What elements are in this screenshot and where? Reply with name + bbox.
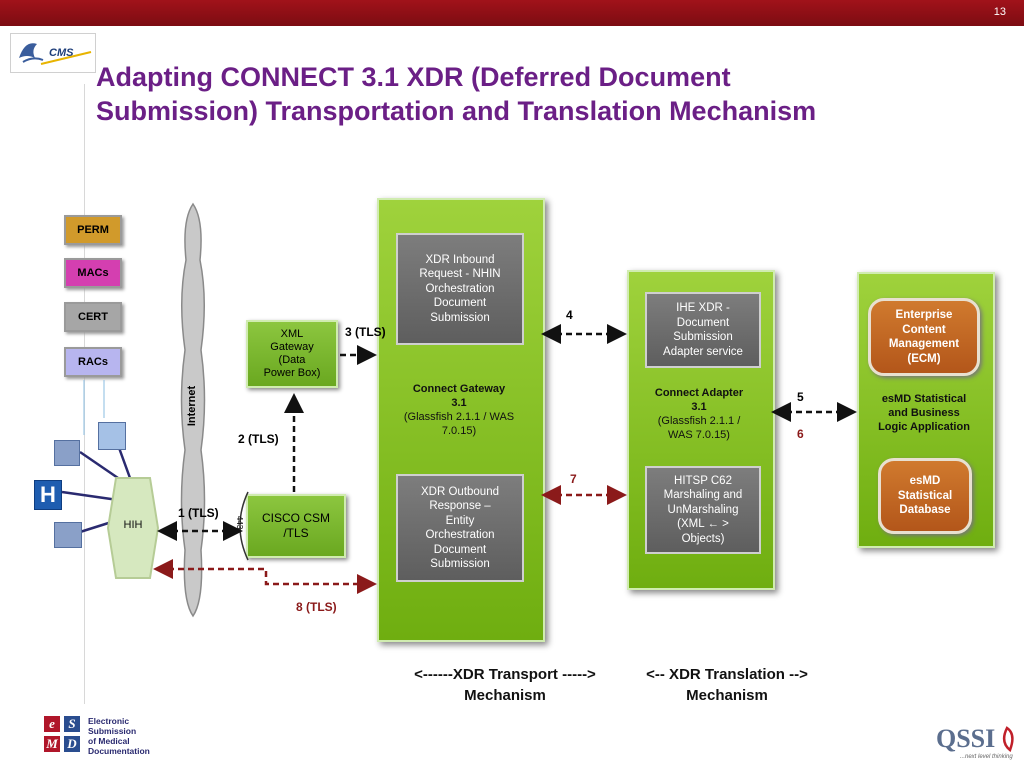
xdr-outbound-box: XDR Outbound Response – Entity Orchestra… xyxy=(396,474,524,582)
computer-icon xyxy=(54,522,82,548)
cms-logo: CMS xyxy=(10,33,96,73)
perm-chip: PERM xyxy=(64,215,122,245)
arrow-7-label: 7 xyxy=(570,472,577,486)
arrow-6-label: 6 xyxy=(797,427,804,441)
esmd-logo: e S M D Electronic Submission of Medical… xyxy=(44,716,154,760)
top-bar xyxy=(0,0,1024,26)
arrow-5-label: 5 xyxy=(797,390,804,404)
cms-logo-text: CMS xyxy=(49,47,74,59)
cert-chip: CERT xyxy=(64,302,122,332)
transport-mechanism-label: <------XDR Transport -----> Mechanism xyxy=(414,666,596,704)
xdr-inbound-box: XDR Inbound Request - NHIN Orchestration… xyxy=(396,233,524,345)
translation-mechanism-label: <-- XDR Translation --> Mechanism xyxy=(646,666,808,704)
hih-label: HIH xyxy=(123,519,143,531)
slide-number: 13 xyxy=(993,6,1006,18)
racs-chip: RACs xyxy=(64,347,122,377)
qssi-swirl-icon xyxy=(1002,726,1014,752)
hitsp-c62-box: HITSP C62 Marshaling and UnMarshaling (X… xyxy=(645,466,761,554)
page-title: Adapting CONNECT 3.1 XDR (Deferred Docum… xyxy=(96,62,817,126)
workstation-icon xyxy=(54,440,80,466)
qssi-logo: QSSI ...next level thinking xyxy=(936,724,1020,762)
hospital-icon: H xyxy=(34,480,62,510)
ecm-box: Enterprise Content Management (ECM) xyxy=(868,298,980,376)
hhs-eagle-icon xyxy=(19,43,92,65)
arrow-2-label: 2 (TLS) xyxy=(238,432,279,446)
arrow-4-label: 4 xyxy=(566,308,573,322)
internet-cloud xyxy=(180,202,206,618)
arrow-3-label: 3 (TLS) xyxy=(345,325,386,339)
doctor-icon xyxy=(98,422,126,450)
connect-adapter-label: Connect Adapter 3.1 (Glassfish 2.1.1 / W… xyxy=(654,387,744,441)
ihe-xdr-adapter-box: IHE XDR - Document Submission Adapter se… xyxy=(645,292,761,368)
arrow-8-label: 8 (TLS) xyxy=(296,600,337,614)
xml-gateway-box: XML Gateway (Data Power Box) xyxy=(246,320,338,388)
cisco-csm-box: CISCO CSM /TLS xyxy=(246,494,346,558)
macs-chip: MACs xyxy=(64,258,122,288)
esmd-app-label: esMD Statistical and Business Logic Appl… xyxy=(878,393,970,433)
hih-hexagon xyxy=(106,477,160,579)
esmd-database-box: esMD Statistical Database xyxy=(878,458,972,534)
arrow-1-label: 1 (TLS) xyxy=(178,506,219,520)
connect-gateway-label: Connect Gateway 3.1 (Glassfish 2.1.1 / W… xyxy=(403,383,515,437)
